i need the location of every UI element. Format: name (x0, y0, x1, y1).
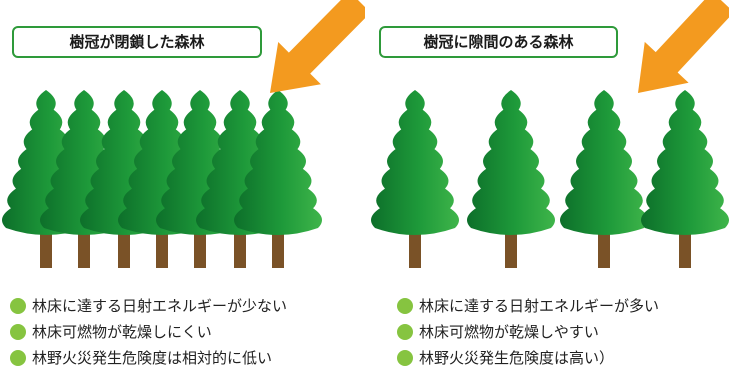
closed-canopy-bullets: 林床に達する日射エネルギーが少ない 林床可燃物が乾燥しにくい 林野火災発生危険度… (10, 293, 287, 371)
tree-crown (641, 90, 729, 235)
open-canopy-bullets: 林床に達する日射エネルギーが多い 林床可燃物が乾燥しやすい 林野火災発生危険度は… (397, 293, 659, 371)
tree-crown (233, 90, 323, 235)
conifer-tree-icon (641, 90, 729, 268)
circle-bullet-icon (397, 324, 413, 340)
circle-bullet-icon (10, 324, 26, 340)
arrow-down-left-icon (270, 0, 365, 93)
closed-canopy-panel: 樹冠が閉鎖した森林 林床に達する日射エネルギーが少ない 林床可燃物が乾燥しにくい… (1, 0, 365, 371)
conifer-tree-icon (466, 90, 556, 268)
open-canopy-title: 樹冠に隙間のある森林 (379, 26, 618, 58)
list-item: 林床に達する日射エネルギーが多い (397, 293, 659, 319)
list-item: 林野火災発生危険度は相対的に低い (10, 345, 287, 371)
list-item: 林床可燃物が乾燥しにくい (10, 319, 287, 345)
list-item: 林野火災発生危険度は高い） (397, 345, 659, 371)
closed-canopy-forest (1, 0, 365, 268)
open-canopy-panel: 樹冠に隙間のある森林 林床に達する日射エネルギーが多い 林床可燃物が乾燥しやすい… (365, 0, 729, 376)
list-item: 林床可燃物が乾燥しやすい (397, 319, 659, 345)
tree-crown (466, 90, 556, 235)
circle-bullet-icon (10, 350, 26, 366)
closed-canopy-title: 樹冠が閉鎖した森林 (12, 26, 262, 58)
conifer-tree-icon (559, 90, 649, 268)
arrow-down-left-icon (638, 0, 729, 93)
tree-crown (559, 90, 649, 235)
open-canopy-forest (370, 0, 729, 268)
conifer-tree-icon (370, 90, 460, 268)
circle-bullet-icon (397, 298, 413, 314)
conifer-tree-icon (233, 90, 323, 268)
circle-bullet-icon (10, 298, 26, 314)
tree-crown (370, 90, 460, 235)
circle-bullet-icon (397, 350, 413, 366)
list-item: 林床に達する日射エネルギーが少ない (10, 293, 287, 319)
